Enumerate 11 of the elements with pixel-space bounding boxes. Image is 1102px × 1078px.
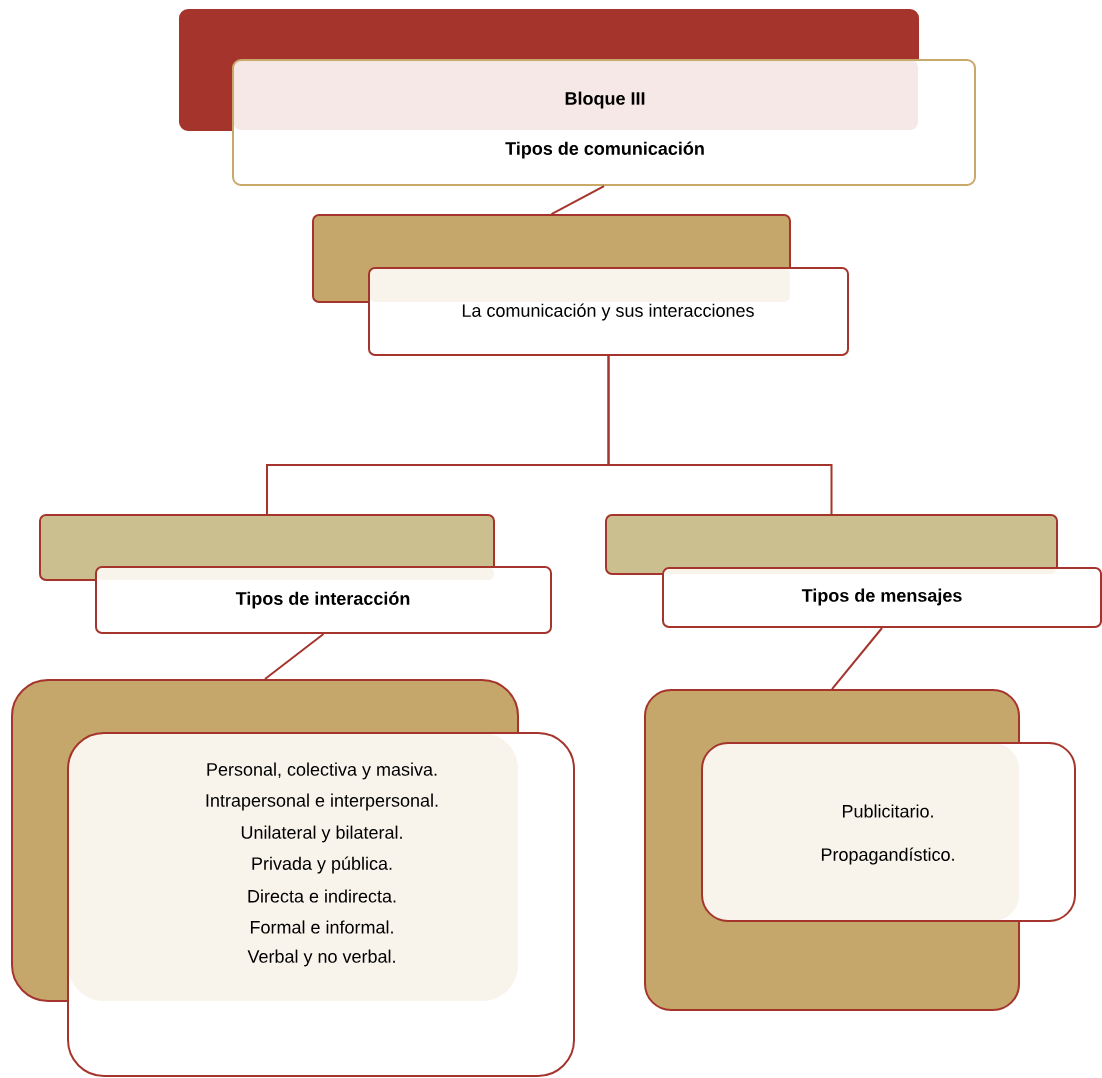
concept-box: La comunicación y sus interacciones: [312, 214, 849, 356]
connector-line: [607, 355, 833, 515]
node-label: Tipos de mensajes: [801, 588, 962, 606]
concept-box: Tipos de mensajes: [605, 514, 1102, 628]
concept-box: Tipos de interacción: [39, 514, 552, 634]
concept-box: Publicitario. Propagandístico.: [644, 689, 1076, 1011]
connector-line: [550, 185, 605, 215]
connector-line: [831, 627, 883, 690]
concept-box: Bloque III Tipos de comunicación: [179, 9, 976, 186]
concept-box: Personal, colectiva y masiva. Intrapersonal e interpersonal. Unilateral y bilateral. Privada y pública. Directa e indirecta. Formal e informal. Verbal y no verbal.: [11, 679, 575, 1077]
connector-line: [264, 633, 325, 680]
